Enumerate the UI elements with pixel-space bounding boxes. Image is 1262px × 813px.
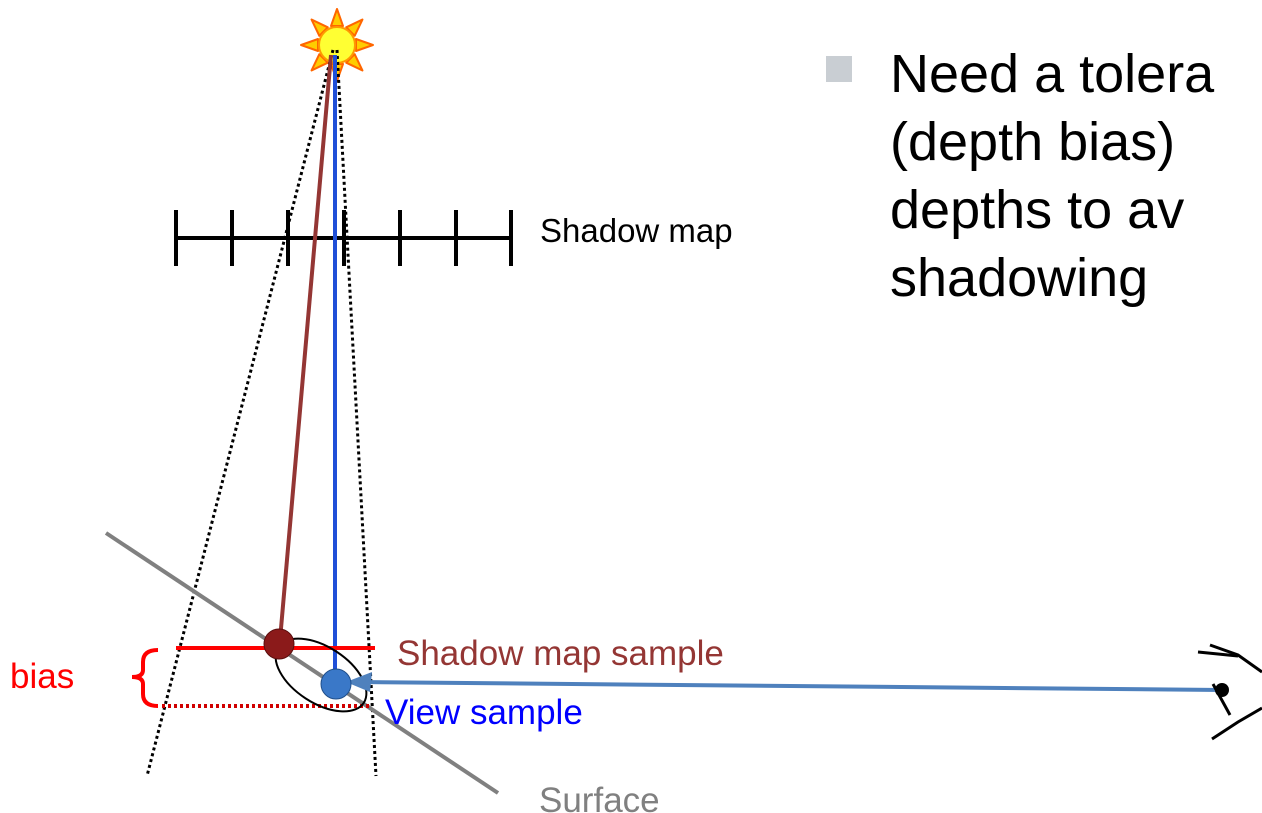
- view-sample-dot: [320, 668, 352, 700]
- shadow-map-label: Shadow map: [540, 212, 733, 249]
- shadow-sample-ray: [278, 54, 333, 641]
- bullet-text: Need a tolera (depth bias) depths to av …: [890, 44, 1215, 308]
- eye-ray: [355, 680, 1223, 692]
- shadow-map-sample-label: Shadow map sample: [397, 634, 724, 673]
- shadow-map-sample-dot: [263, 628, 295, 660]
- surface-line: [104, 531, 500, 795]
- bias-brace: [131, 648, 159, 708]
- view-sample-label: View sample: [385, 693, 583, 732]
- shadow-map-axis: [174, 210, 513, 266]
- eye-icon: [1197, 643, 1262, 741]
- surface-label: Surface: [539, 781, 660, 813]
- bullet-marker: [826, 56, 852, 82]
- frustum-left-line: [145, 49, 335, 777]
- bias-label: bias: [10, 657, 74, 696]
- eye-ray-arrowhead: [346, 672, 372, 692]
- frustum-right-line: [335, 49, 378, 777]
- bullet-point: Need a tolera (depth bias) depths to av …: [826, 40, 1262, 400]
